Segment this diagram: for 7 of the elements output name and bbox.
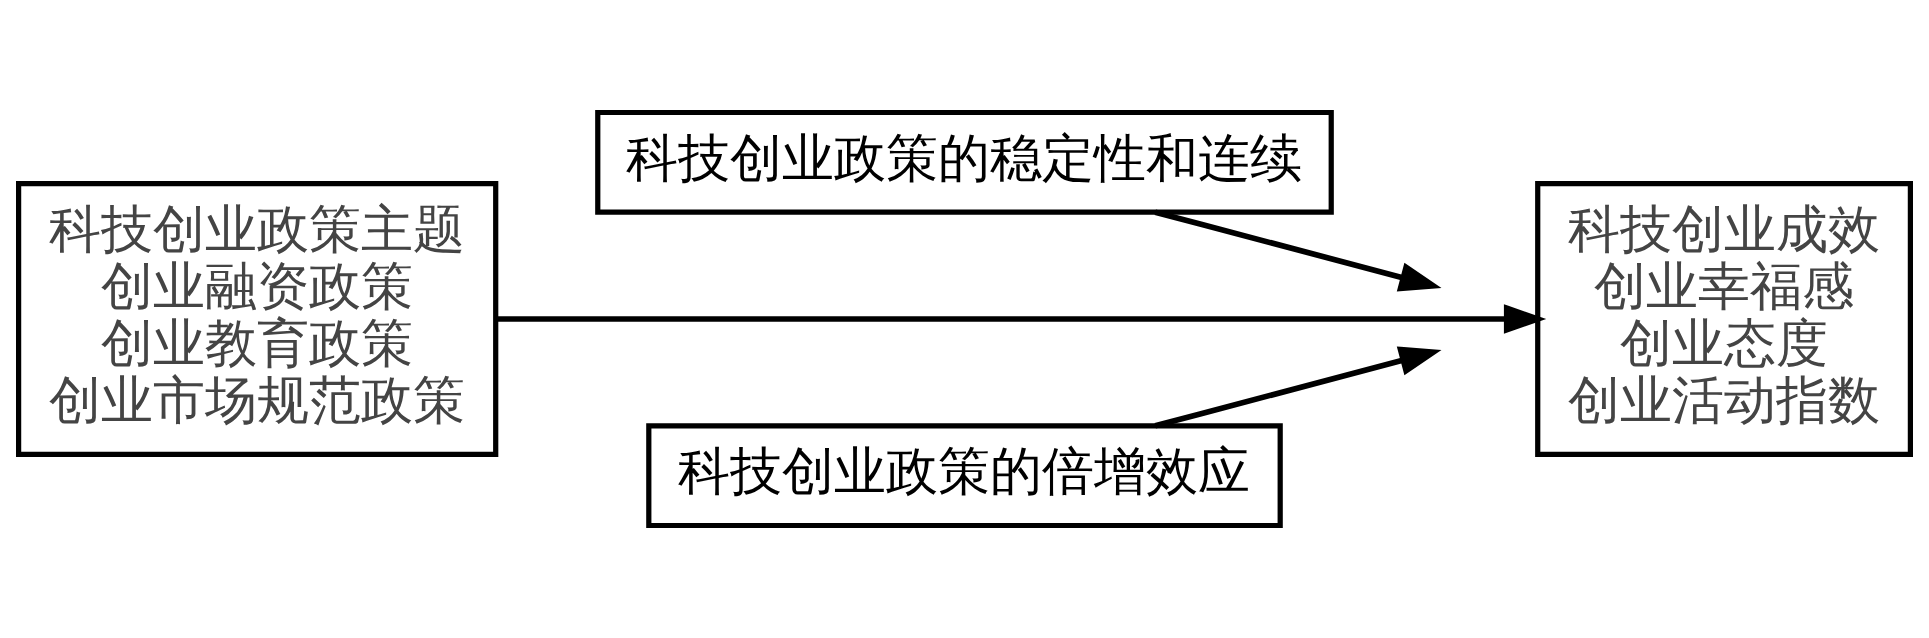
node-box: 科技创业政策主题 创业融资政策 创业教育政策 创业市场规范政策 [16,181,499,457]
arrow [1154,209,1442,292]
node-box: 科技创业政策的倍增效应 [646,423,1283,529]
node-box: 科技创业成效 创业幸福感 创业态度 创业活动指数 [1535,181,1913,457]
arrow [496,304,1547,334]
arrow [1154,346,1442,429]
node-box: 科技创业政策的稳定性和连续 [595,109,1334,215]
